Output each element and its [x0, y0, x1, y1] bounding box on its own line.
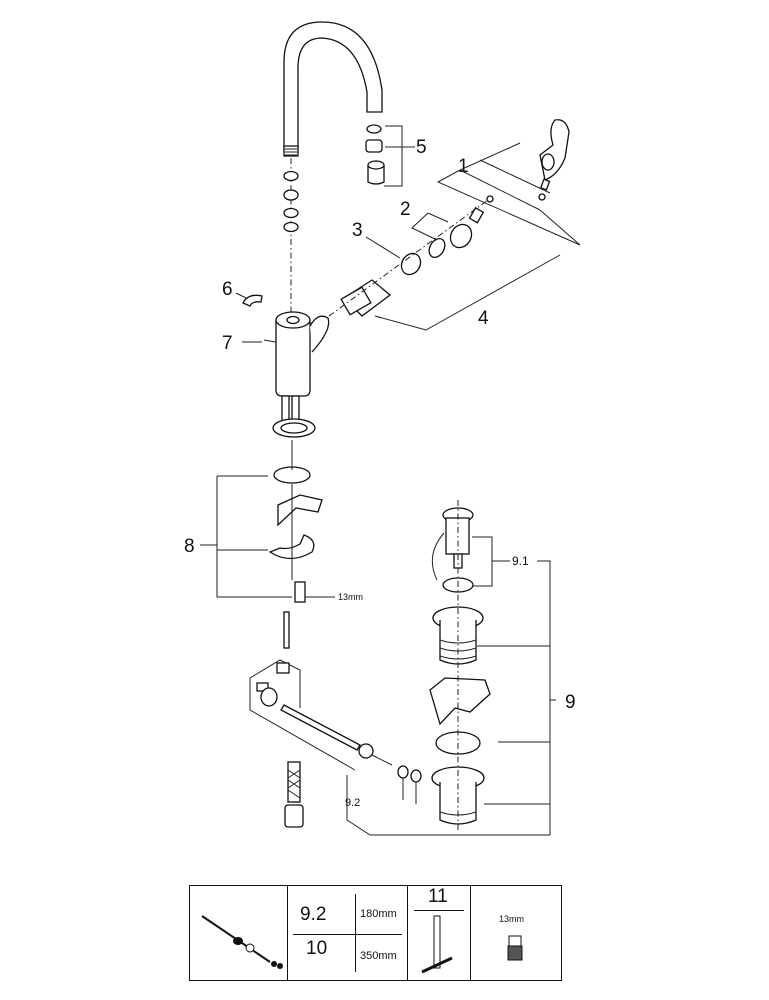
spout-seals: [283, 170, 299, 233]
callout-8: 8: [184, 536, 195, 557]
aerator-set: [365, 124, 415, 187]
leader-6: [235, 292, 247, 299]
callout-5: 5: [416, 137, 427, 158]
bracket-2: [411, 212, 449, 241]
pop-up-rod-set: [249, 611, 422, 783]
legend-cell-rod-set: [190, 886, 288, 980]
legend-cell-tool: 11: [408, 886, 471, 980]
mounting-set: [268, 440, 323, 603]
retaining-ring: [400, 252, 422, 276]
bracket-4: [374, 254, 561, 331]
wrench-size-label: 13mm: [338, 592, 363, 602]
clip: [242, 294, 263, 307]
leader-3: [365, 236, 401, 259]
callout-3: 3: [352, 220, 363, 241]
callout-6: 6: [222, 279, 233, 300]
callout-9-2: 9.2: [345, 797, 360, 809]
bracket-9: [472, 536, 556, 835]
lever-handle: [538, 119, 570, 201]
pop-up-waste: [429, 500, 491, 830]
callout-7: 7: [222, 333, 233, 354]
spout: [283, 21, 383, 157]
socket-icon: [507, 935, 523, 961]
callout-4: 4: [478, 308, 489, 329]
legend-id-10: 10: [306, 938, 328, 959]
cartridge-nut: [428, 195, 494, 258]
bracket-8: [200, 475, 335, 598]
legend-length-10: 350mm: [360, 950, 397, 962]
bracket-9-2: [346, 775, 550, 836]
mixer-body: [263, 311, 330, 397]
braided-hose: [284, 761, 304, 828]
callout-9-1: 9.1: [512, 554, 529, 568]
legend-length-9-2: 180mm: [360, 908, 397, 920]
legend-socket-label: 13mm: [499, 914, 525, 924]
parts-legend-table: 9.2 180mm 10 350mm 11 13mm: [189, 885, 562, 981]
bracket-1: [436, 142, 581, 246]
legend-tool-id: 11: [428, 886, 448, 907]
callout-2: 2: [400, 199, 411, 220]
legend-cell-socket: 13mm: [471, 886, 561, 980]
callout-9: 9: [565, 692, 576, 713]
pop-up-rod-icon: [201, 915, 283, 969]
tool-key-icon: [421, 915, 453, 974]
callout-1: 1: [458, 156, 469, 177]
cartridge: [340, 279, 392, 317]
supply-hoses: [272, 395, 316, 438]
legend-cell-lengths: 9.2 180mm 10 350mm: [288, 886, 408, 980]
legend-id-9-2: 9.2: [300, 904, 327, 925]
